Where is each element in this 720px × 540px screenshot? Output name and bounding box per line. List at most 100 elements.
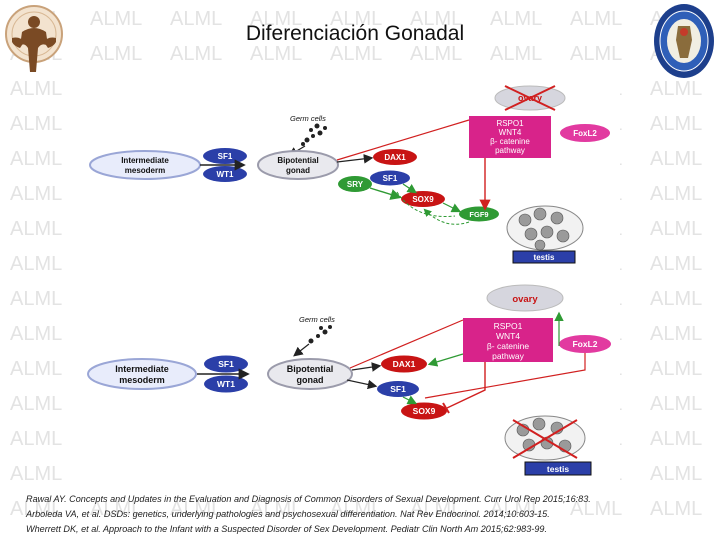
wt1-label: WT1	[217, 170, 234, 179]
dax1-node	[373, 149, 417, 165]
watermark-text: ALML	[650, 148, 703, 170]
rspo-line-b3: β- catenine	[487, 341, 529, 351]
reference-1: Rawal AY. Concepts and Updates in the Ev…	[26, 494, 591, 504]
watermark-text: ALML	[650, 78, 703, 100]
intermediate-label-1: Intermediate	[121, 156, 169, 165]
ovary-node-b	[486, 284, 564, 312]
fgf9-label: FGF9	[469, 210, 488, 219]
foxl2-label-b: FoxL2	[572, 339, 597, 349]
watermark-text: ALML	[410, 43, 463, 65]
watermark-text: ALML	[170, 498, 223, 520]
bipotential-label-2: gonad	[286, 166, 310, 175]
watermark-text: ALML	[650, 463, 703, 485]
rspo-line-4: pathway	[495, 146, 525, 155]
reference-2: Arboleda VA, et al. DSDs: genetics, unde…	[26, 509, 550, 519]
testis-box	[512, 250, 576, 264]
germ-cells-dots-b	[308, 325, 332, 344]
watermark-text: ALML	[10, 218, 63, 240]
watermark-text: ALML	[410, 498, 463, 520]
rspo-line-b2: WNT4	[496, 331, 520, 341]
foxl2-label: FoxL2	[573, 129, 597, 138]
watermark-text: ALML	[10, 323, 63, 345]
references: Rawal AY. Concepts and Updates in the Ev…	[26, 492, 706, 537]
watermark-text: ALML	[10, 358, 63, 380]
testis-label: testis	[534, 253, 555, 262]
watermark-text: ALML	[90, 498, 143, 520]
foxl2-node-b	[559, 335, 611, 353]
sf1-secondary-node-b	[377, 381, 419, 397]
germ-cells-dots	[301, 123, 327, 146]
watermark-text: ALML	[490, 498, 543, 520]
watermark-text: ALML	[650, 498, 703, 520]
watermark-text: ALML	[170, 43, 223, 65]
dax1-label-b: DAX1	[393, 359, 416, 369]
watermark-text: ALML	[90, 43, 143, 65]
bipotential-gonad-node-b	[267, 358, 353, 390]
watermark-text: ALML	[10, 288, 63, 310]
logo-right	[654, 4, 714, 78]
watermark-text: ALML	[10, 463, 63, 485]
watermark-text: ALML	[90, 8, 143, 30]
bipotential-label-b1: Bipotential	[287, 364, 334, 374]
bipotential-label-b2: gonad	[297, 375, 324, 385]
wt1-label-b: WT1	[217, 379, 235, 389]
intermediate-label-b1: Intermediate	[115, 364, 169, 374]
watermark-text: ALML	[650, 323, 703, 345]
rspo-box-b	[463, 318, 553, 362]
watermark-text: ALML	[170, 8, 223, 30]
rspo-line-b1: RSPO1	[494, 321, 523, 331]
watermark-text: ALML	[10, 253, 63, 275]
watermark-text: ALML	[10, 428, 63, 450]
sf1-secondary-label-b: SF1	[390, 384, 406, 394]
watermark-text: ALML	[570, 8, 623, 30]
watermark-text: ALML	[10, 78, 63, 100]
germ-cells-label-b: Germ cells	[299, 315, 335, 324]
watermark-text: ALML	[650, 113, 703, 135]
watermark-text: ALML	[330, 8, 383, 30]
watermark-text: ALML	[10, 498, 63, 520]
sry-node	[338, 176, 372, 192]
slide-title: Diferenciación Gonadal	[245, 22, 465, 45]
sf1-label: SF1	[218, 152, 233, 161]
watermark-text: ALML	[410, 8, 463, 30]
watermark-text: ALML	[10, 113, 63, 135]
sox9-label-b: SOX9	[413, 406, 436, 416]
watermark-text: ALML	[650, 358, 703, 380]
bipotential-label-1: Bipotential	[277, 156, 318, 165]
sox9-node-b	[401, 402, 447, 420]
watermark-text: ALML	[650, 183, 703, 205]
bipotential-gonad-node	[257, 150, 339, 180]
rspo-line-1: RSPO1	[496, 119, 524, 128]
watermark-text: ALML	[650, 393, 703, 415]
bottom-diagram-panel: Germ cells Intermediate mesoderm SF1 WT1…	[85, 280, 620, 480]
germ-cells-label: Germ cells	[290, 114, 326, 123]
foxl2-node	[560, 124, 610, 142]
rspo-box	[469, 116, 551, 158]
bottom-diagram: Germ cells Intermediate mesoderm SF1 WT1…	[87, 284, 611, 476]
watermark-text: ALML	[250, 8, 303, 30]
testis-label-b: testis	[547, 464, 569, 474]
top-diagram-panel: Germ cells Intermediate mesoderm SF1 WT1…	[85, 80, 620, 270]
wt1-node-b	[204, 375, 248, 393]
rspo-line-b4: pathway	[492, 351, 524, 361]
watermark-text: ALML	[10, 393, 63, 415]
ovary-cross-2	[504, 85, 556, 111]
watermark-text: ALML	[490, 8, 543, 30]
watermark-text: ALML	[570, 498, 623, 520]
watermark-text: ALML	[650, 428, 703, 450]
dax1-label: DAX1	[384, 153, 406, 162]
watermark-text: ALML	[330, 43, 383, 65]
sf1-secondary-label: SF1	[383, 174, 398, 183]
rspo-line-3: β- catenine	[490, 137, 530, 146]
sf1-node-b	[204, 355, 248, 373]
testis-cross-2	[512, 419, 578, 459]
sf1-label-b: SF1	[218, 359, 234, 369]
intermediate-mesoderm-node-b	[87, 358, 197, 390]
intermediate-label-2: mesoderm	[125, 166, 165, 175]
watermark-text: ALML	[650, 288, 703, 310]
sf1-secondary-node	[370, 170, 410, 186]
logo-left	[5, 5, 63, 72]
sry-label: SRY	[347, 180, 364, 189]
watermark-text: ALML	[10, 183, 63, 205]
watermark-text: ALML	[650, 218, 703, 240]
